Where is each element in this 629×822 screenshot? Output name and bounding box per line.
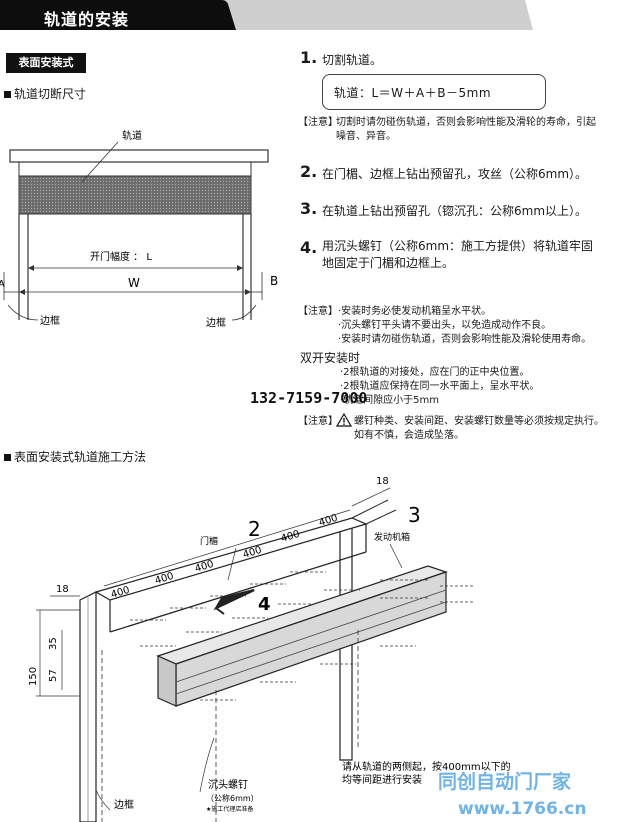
double-install-title: 双开安装时 — [300, 351, 361, 365]
track-label: 轨道 — [122, 129, 142, 142]
step-2-marker: 2 — [248, 517, 261, 541]
page-title: 轨道的安装 — [44, 10, 130, 29]
lintel-label: 门楣 — [200, 535, 218, 547]
step-4-text-2: 地固定于门楣和边框上。 — [322, 256, 455, 270]
note-3-line-2: 如有不慎，会造成坠落。 — [354, 430, 464, 441]
spacing-400-3: 400 — [194, 559, 215, 575]
step-4-number: 4. — [300, 238, 318, 257]
step-3-number: 3. — [300, 199, 318, 218]
note-2-label: 【注意】 — [298, 306, 338, 317]
dim-150: 150 — [28, 667, 39, 686]
step-4-marker: 4 — [258, 594, 271, 615]
note-2-line-2: ·沉头螺钉平头请不要出头，以免造成动作不良。 — [338, 320, 552, 331]
double-line-1: ·2根轨道的对接处，应在门的正中央位置。 — [340, 367, 530, 378]
note-1-line-2: 噪音、异音。 — [336, 131, 396, 142]
w-label: W — [128, 276, 140, 290]
step-4-text-1: 用沉头螺钉（公称6mm：施工方提供）将轨道牢固 — [322, 239, 594, 253]
frame-label: 边框 — [114, 798, 134, 811]
step-3-marker: 3 — [408, 503, 421, 527]
spacing-400-5: 400 — [280, 529, 301, 545]
step-3-text: 在轨道上钻出预留孔（锪沉孔：公称6mm以上）。 — [322, 204, 588, 218]
spacing-hint-1: 请从轨道的两侧起，按400mm以下的 — [342, 760, 511, 773]
frame-right-label: 边框 — [206, 316, 226, 329]
mount-type-tag: 表面安装式 — [6, 53, 86, 73]
screw-label-1: 沉头螺钉 — [208, 778, 248, 791]
formula-text: 轨道：L＝W＋A＋B－5mm — [334, 86, 492, 100]
opening-width-label: 开门幅度 ： L — [90, 250, 152, 263]
track-cut-diagram: 轨道 开门幅度 ： L W A B 边框 边框 — [0, 129, 278, 329]
note-2-line-1: ·安装时务必使发动机箱呈水平状。 — [338, 306, 492, 317]
dim-35: 35 — [48, 637, 59, 650]
watermark-url: www.1766.cn — [458, 799, 586, 819]
cut-size-heading: 轨道切断尺寸 — [4, 85, 86, 102]
step-2-number: 2. — [300, 162, 318, 181]
note-1-line-1: 切割时请勿碰伤轨道，否则会影响性能及滑轮的寿命，引起 — [336, 117, 596, 128]
double-line-2: ·2根轨道应保持在同一水平面上，呈水平状。 — [340, 381, 540, 392]
b-label: B — [270, 274, 278, 288]
header-bar — [0, 0, 533, 30]
double-line-3: ·轨道间隙应小于5mm — [340, 395, 440, 406]
spacing-hint-2: 均等间距进行安装 — [342, 773, 422, 786]
warning-icon — [336, 413, 352, 427]
spacing-400-4: 400 — [242, 545, 263, 561]
step-1-text: 切割轨道。 — [322, 53, 383, 67]
spacing-400-1: 400 — [110, 585, 131, 601]
note-3-label: 【注意】 — [298, 416, 338, 427]
step-2-text: 在门楣、边框上钻出预留孔，攻丝（公称6mm）。 — [322, 167, 588, 181]
a-label: A — [0, 279, 5, 290]
watermark-title: 同创自动门厂家 — [438, 770, 572, 793]
method-heading: 表面安装式轨道施工方法 — [4, 448, 146, 465]
spacing-400-6: 400 — [318, 513, 339, 529]
dim-57: 57 — [48, 669, 59, 682]
motor-box-label: 发动机箱 — [374, 531, 410, 543]
screw-label-3: ★施工代理店准备 — [206, 805, 253, 813]
dim-18-left: 18 — [56, 584, 69, 595]
dim-18-top: 18 — [376, 476, 389, 487]
note-1-label: 【注意】 — [298, 117, 338, 128]
installation-diagram: 2 3 4 门楣 发动机箱 18 18 35 57 150 400 400 40… — [28, 476, 586, 822]
note-3-line-1: 螺钉种类、安装间距、安装螺钉数量等必须按规定执行。 — [354, 416, 604, 427]
formula-box — [322, 74, 546, 110]
phone-number: 132-7159-7000 — [250, 389, 368, 407]
spacing-400-2: 400 — [154, 571, 175, 587]
step-1-number: 1. — [300, 48, 318, 67]
frame-left-label: 边框 — [40, 314, 60, 327]
note-2-line-3: ·安装时请勿碰伤轨道，否则会影响性能及滑轮使用寿命。 — [338, 334, 592, 345]
screw-label-2: （公称6mm） — [206, 793, 259, 803]
